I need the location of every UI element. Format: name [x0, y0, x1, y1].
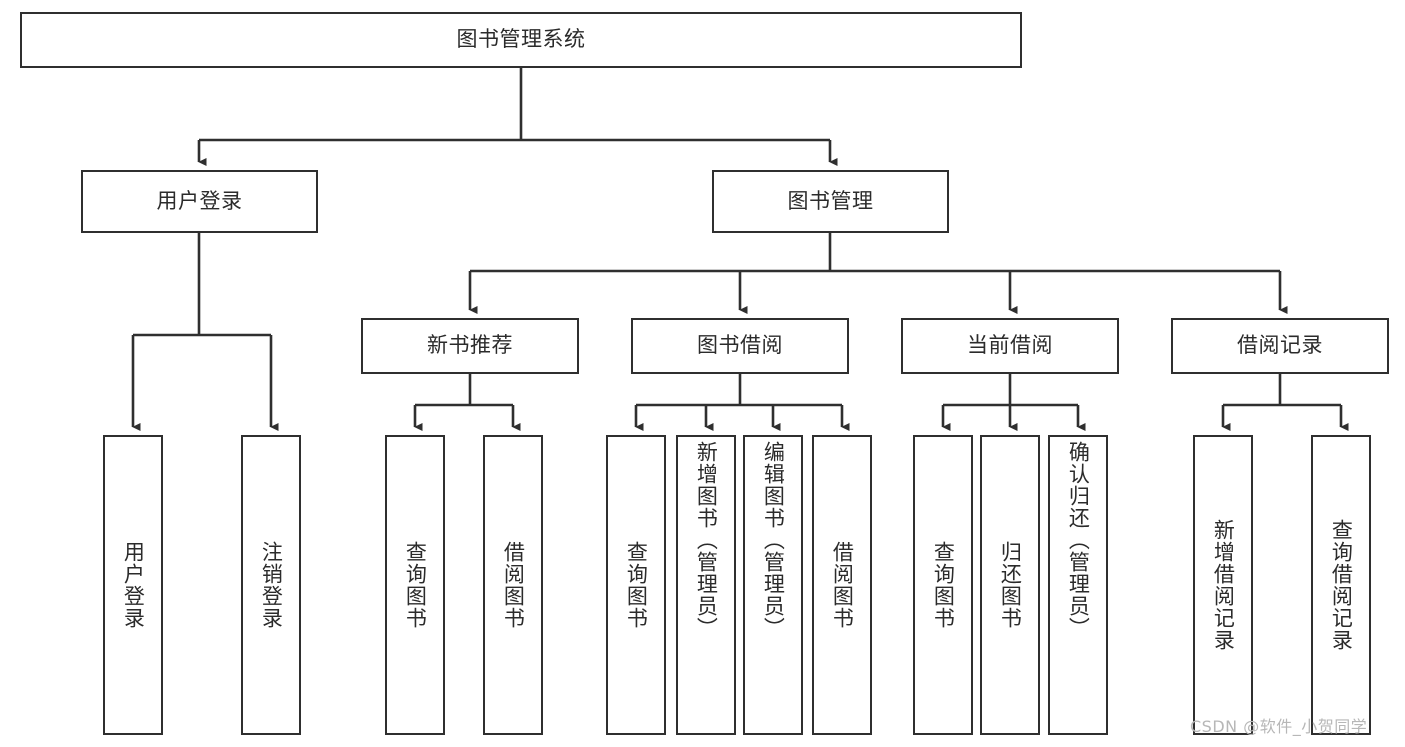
node-label: 查询图书: [403, 541, 428, 629]
node-book-management[interactable]: 图书管理: [712, 170, 949, 233]
node-borrow-record[interactable]: 借阅记录: [1171, 318, 1389, 374]
node-label: 图书管理: [787, 188, 874, 213]
csdn-watermark: CSDN @软件_小贺同学: [1190, 717, 1368, 736]
node-label: 查询图书: [624, 541, 649, 629]
node-book-borrow[interactable]: 图书借阅: [631, 318, 849, 374]
node-root-book-management-system[interactable]: 图书管理系统: [20, 12, 1022, 68]
node-user-login[interactable]: 用户登录: [81, 170, 318, 233]
leaf-borrow-query-book[interactable]: 查询图书: [606, 435, 666, 735]
node-label: 借阅图书: [501, 541, 526, 629]
leaf-borrow-add-book-admin[interactable]: 新增图书（管理员）: [676, 435, 736, 735]
node-label: 借阅记录: [1237, 333, 1323, 358]
node-label: 归还图书: [998, 541, 1023, 629]
node-label: 注销登录: [259, 541, 284, 629]
leaf-user-login-login[interactable]: 用户登录: [103, 435, 163, 735]
leaf-record-add-record[interactable]: 新增借阅记录: [1193, 435, 1253, 735]
node-label: 编辑图书（管理员）: [761, 441, 786, 639]
node-label: 新增借阅记录: [1211, 519, 1236, 651]
leaf-record-query-record[interactable]: 查询借阅记录: [1311, 435, 1371, 735]
node-label: 图书借阅: [697, 333, 783, 358]
leaf-current-confirm-return-admin[interactable]: 确认归还（管理员）: [1048, 435, 1108, 735]
node-label: 用户登录: [156, 188, 243, 213]
leaf-current-query-book[interactable]: 查询图书: [913, 435, 973, 735]
leaf-borrow-borrow-book[interactable]: 借阅图书: [812, 435, 872, 735]
leaf-user-login-logout[interactable]: 注销登录: [241, 435, 301, 735]
leaf-recommend-borrow-book[interactable]: 借阅图书: [483, 435, 543, 735]
node-new-book-recommend[interactable]: 新书推荐: [361, 318, 579, 374]
node-label: 用户登录: [121, 541, 146, 629]
node-label: 确认归还（管理员）: [1066, 441, 1091, 639]
node-label: 新增图书（管理员）: [694, 441, 719, 639]
node-label: 借阅图书: [830, 541, 855, 629]
node-current-borrow[interactable]: 当前借阅: [901, 318, 1119, 374]
node-label: 当前借阅: [967, 333, 1053, 358]
node-label: 查询图书: [931, 541, 956, 629]
leaf-current-return-book[interactable]: 归还图书: [980, 435, 1040, 735]
node-label: 新书推荐: [427, 333, 513, 358]
leaf-recommend-query-book[interactable]: 查询图书: [385, 435, 445, 735]
node-label: 查询借阅记录: [1329, 519, 1354, 651]
node-label: 图书管理系统: [456, 27, 586, 52]
leaf-borrow-edit-book-admin[interactable]: 编辑图书（管理员）: [743, 435, 803, 735]
